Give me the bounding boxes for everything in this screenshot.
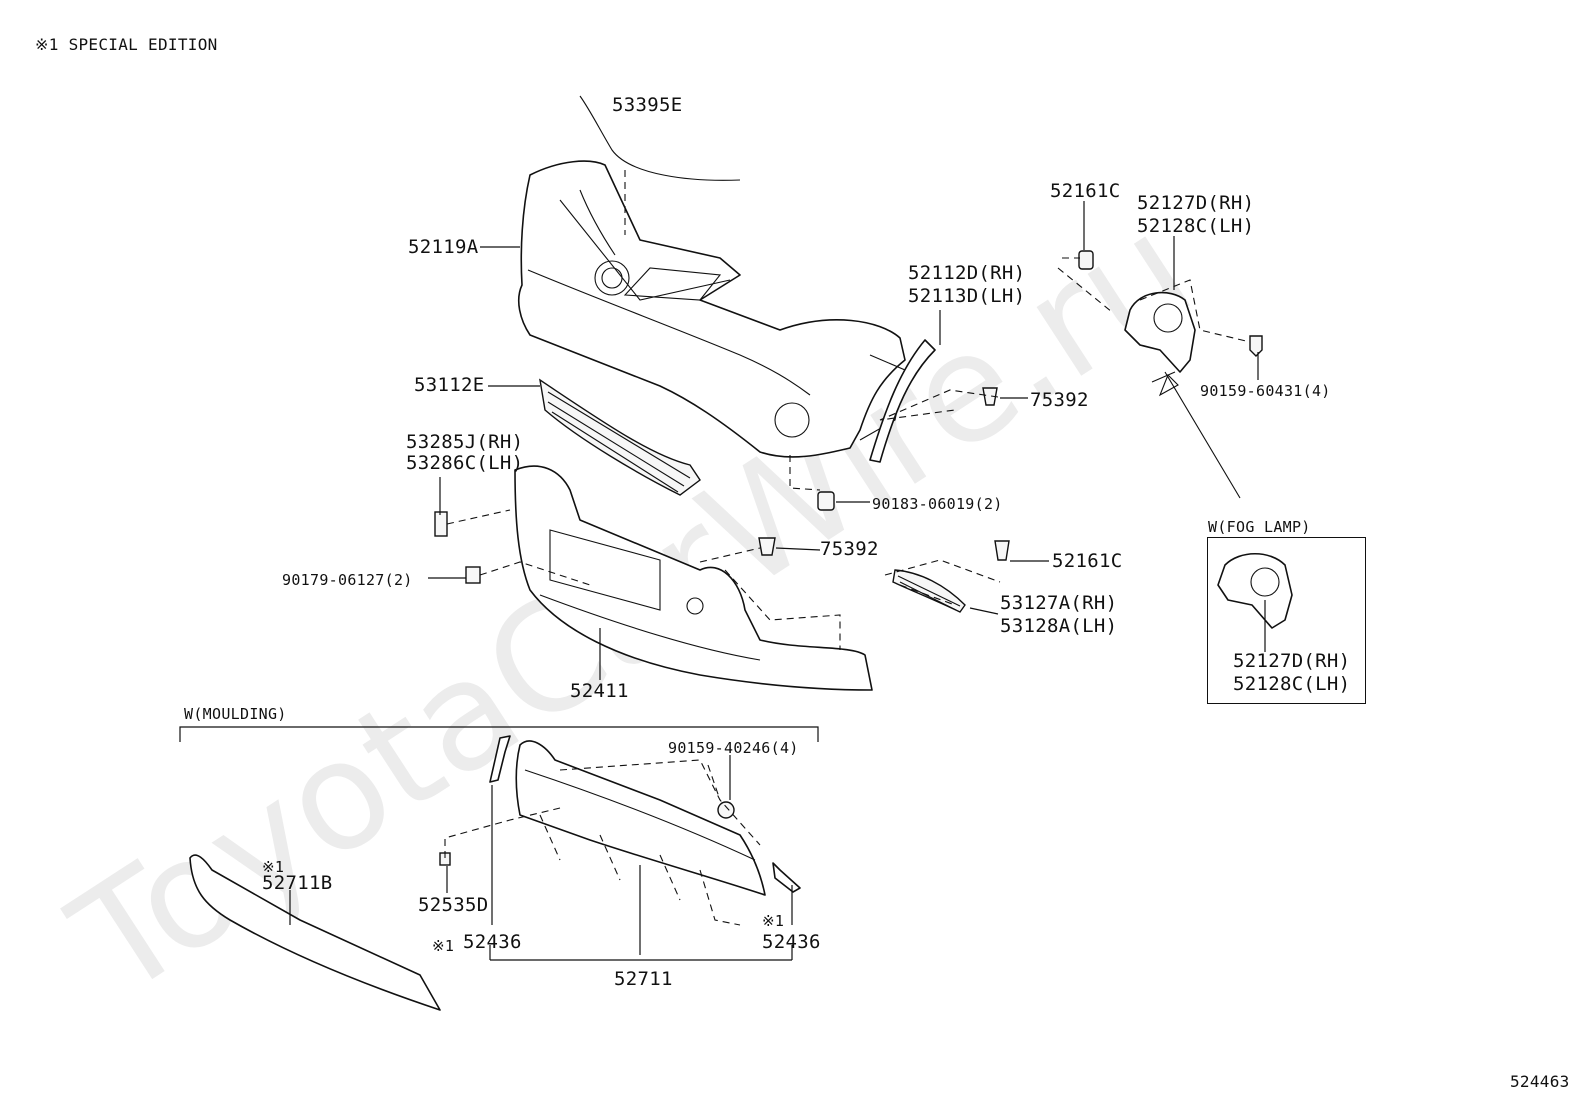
- part-53395E-trim: [579, 95, 741, 181]
- label-52112D[interactable]: 52112D(RH): [908, 262, 1026, 284]
- part-52711B-moulding: [189, 854, 441, 1011]
- label-90159-40246[interactable]: 90159-40246(4): [668, 739, 799, 757]
- header-note: ※1 SPECIAL EDITION: [35, 35, 218, 54]
- label-53112E[interactable]: 53112E: [414, 374, 485, 396]
- figure-number: 524463: [1510, 1072, 1570, 1091]
- leader-lines: [289, 201, 1266, 961]
- fog-lamp-group-title: W(FOG LAMP): [1208, 518, 1311, 536]
- label-90159-60431[interactable]: 90159-60431(4): [1200, 382, 1331, 400]
- label-90183[interactable]: 90183-06019(2): [872, 495, 1003, 513]
- label-52711[interactable]: 52711: [614, 968, 673, 990]
- label-75392-top[interactable]: 75392: [1030, 389, 1089, 411]
- part-52127D-fog-bracket-boxed: [1217, 553, 1293, 629]
- label-52711B[interactable]: 52711B: [262, 872, 333, 894]
- label-52113D[interactable]: 52113D(LH): [908, 285, 1026, 307]
- label-52128C-box[interactable]: 52128C(LH): [1233, 673, 1351, 695]
- part-52436-brackets: [489, 735, 801, 893]
- label-53285J[interactable]: 53285J(RH): [406, 431, 524, 453]
- label-53395E[interactable]: 53395E: [612, 94, 683, 116]
- label-53286C[interactable]: 53286C(LH): [406, 452, 524, 474]
- nut-90183: [817, 491, 835, 511]
- note-52436-left: ※1: [432, 937, 455, 955]
- label-52436-right[interactable]: 52436: [762, 931, 821, 953]
- label-52127D-box[interactable]: 52127D(RH): [1233, 650, 1351, 672]
- label-52127D-top[interactable]: 52127D(RH): [1137, 192, 1255, 214]
- screw-90159-40246: [717, 801, 735, 819]
- bracket-53285J: [434, 511, 448, 537]
- part-52411-lower-bumper: [514, 465, 873, 691]
- clip-52161C-top: [1078, 250, 1094, 270]
- label-52411[interactable]: 52411: [570, 680, 629, 702]
- label-90179[interactable]: 90179-06127(2): [282, 571, 413, 589]
- label-52436-left[interactable]: 52436: [463, 931, 522, 953]
- part-53127A-side-grille: [892, 569, 966, 613]
- label-75392-mid[interactable]: 75392: [820, 538, 879, 560]
- arrow-fog-lamp: [1151, 371, 1241, 499]
- nut-90179: [465, 566, 481, 584]
- clip-75392-mid: [758, 537, 776, 556]
- fog-lamp-box: [1207, 537, 1366, 704]
- moulding-group-title: W(MOULDING): [184, 705, 287, 723]
- note-52436-right: ※1: [762, 912, 785, 930]
- part-52112D-arch-moulding: [869, 339, 936, 463]
- part-52127D-fog-bracket: [1124, 291, 1196, 373]
- assembly-dash-lines: [444, 170, 1251, 926]
- label-52161C-mid[interactable]: 52161C: [1052, 550, 1123, 572]
- bolt-90159-60431: [1249, 335, 1263, 357]
- label-52119A[interactable]: 52119A: [408, 236, 479, 258]
- label-52161C-top[interactable]: 52161C: [1050, 180, 1121, 202]
- moulding-group-bracket: [179, 726, 819, 742]
- part-53112E-grille: [539, 378, 701, 496]
- note-52711B: ※1: [262, 858, 285, 876]
- label-52535D[interactable]: 52535D: [418, 894, 489, 916]
- label-53128A[interactable]: 53128A(LH): [1000, 615, 1118, 637]
- part-52711-moulding: [515, 740, 766, 896]
- label-53127A[interactable]: 53127A(RH): [1000, 592, 1118, 614]
- clip-52161C-mid: [994, 540, 1010, 561]
- clip-75392-top: [982, 387, 998, 406]
- label-52128C-top[interactable]: 52128C(LH): [1137, 215, 1255, 237]
